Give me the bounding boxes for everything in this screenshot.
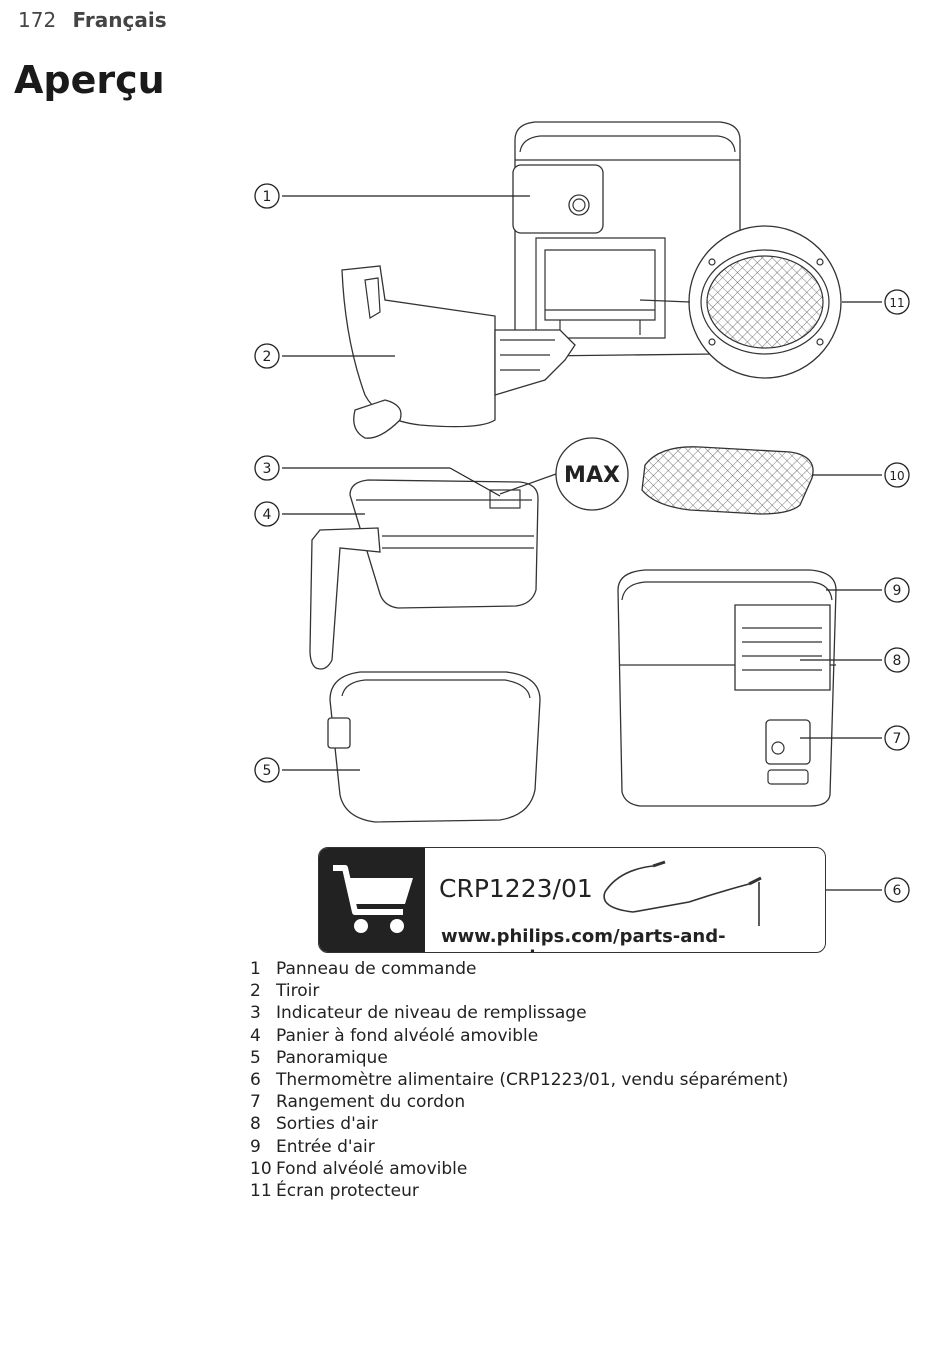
svg-text:6: 6 <box>893 883 902 899</box>
page-header: 172 Français <box>18 8 167 32</box>
svg-text:1: 1 <box>263 189 272 205</box>
leader-lines <box>282 195 882 891</box>
accessory-code: CRP1223/01 <box>439 874 593 903</box>
food-thermometer-image <box>603 860 762 926</box>
callout-1: 1 <box>254 183 280 209</box>
basket-illustration <box>309 479 539 670</box>
svg-text:11: 11 <box>889 296 904 310</box>
callout-7: 7 <box>884 725 910 751</box>
accessory-url[interactable]: www.philips.com/parts-and-accessories <box>441 926 726 952</box>
callout-4: 4 <box>254 501 280 527</box>
svg-text:5: 5 <box>263 763 272 779</box>
max-indicator-bubble: MAX <box>499 437 629 511</box>
callout-2: 2 <box>254 343 280 369</box>
section-language: Français <box>72 8 167 32</box>
svg-text:4: 4 <box>263 507 272 523</box>
page-title: Aperçu <box>14 58 165 102</box>
page-number: 172 <box>18 8 57 32</box>
svg-text:9: 9 <box>893 583 902 599</box>
mesh-bottom-illustration <box>641 446 814 515</box>
callout-10: 10 <box>884 462 910 488</box>
callout-5: 5 <box>254 757 280 783</box>
callout-11: 11 <box>884 289 910 315</box>
svg-text:10: 10 <box>889 469 904 483</box>
callout-9: 9 <box>884 577 910 603</box>
svg-text:8: 8 <box>893 653 902 669</box>
protective-screen-detail <box>639 225 842 379</box>
svg-text:2: 2 <box>263 349 272 365</box>
callout-3: 3 <box>254 455 280 481</box>
panoramic-pan-illustration <box>327 671 541 823</box>
callout-6: 6 <box>884 877 910 903</box>
shopping-cart-icon <box>319 848 425 952</box>
callout-8: 8 <box>884 647 910 673</box>
accessory-box: CRP1223/01 www.philips.com/parts-and-acc… <box>318 847 826 953</box>
svg-text:7: 7 <box>893 731 902 747</box>
svg-text:MAX: MAX <box>564 463 620 488</box>
appliance-rear-unit <box>617 569 837 807</box>
drawer-illustration <box>341 265 576 439</box>
svg-text:3: 3 <box>263 461 272 477</box>
